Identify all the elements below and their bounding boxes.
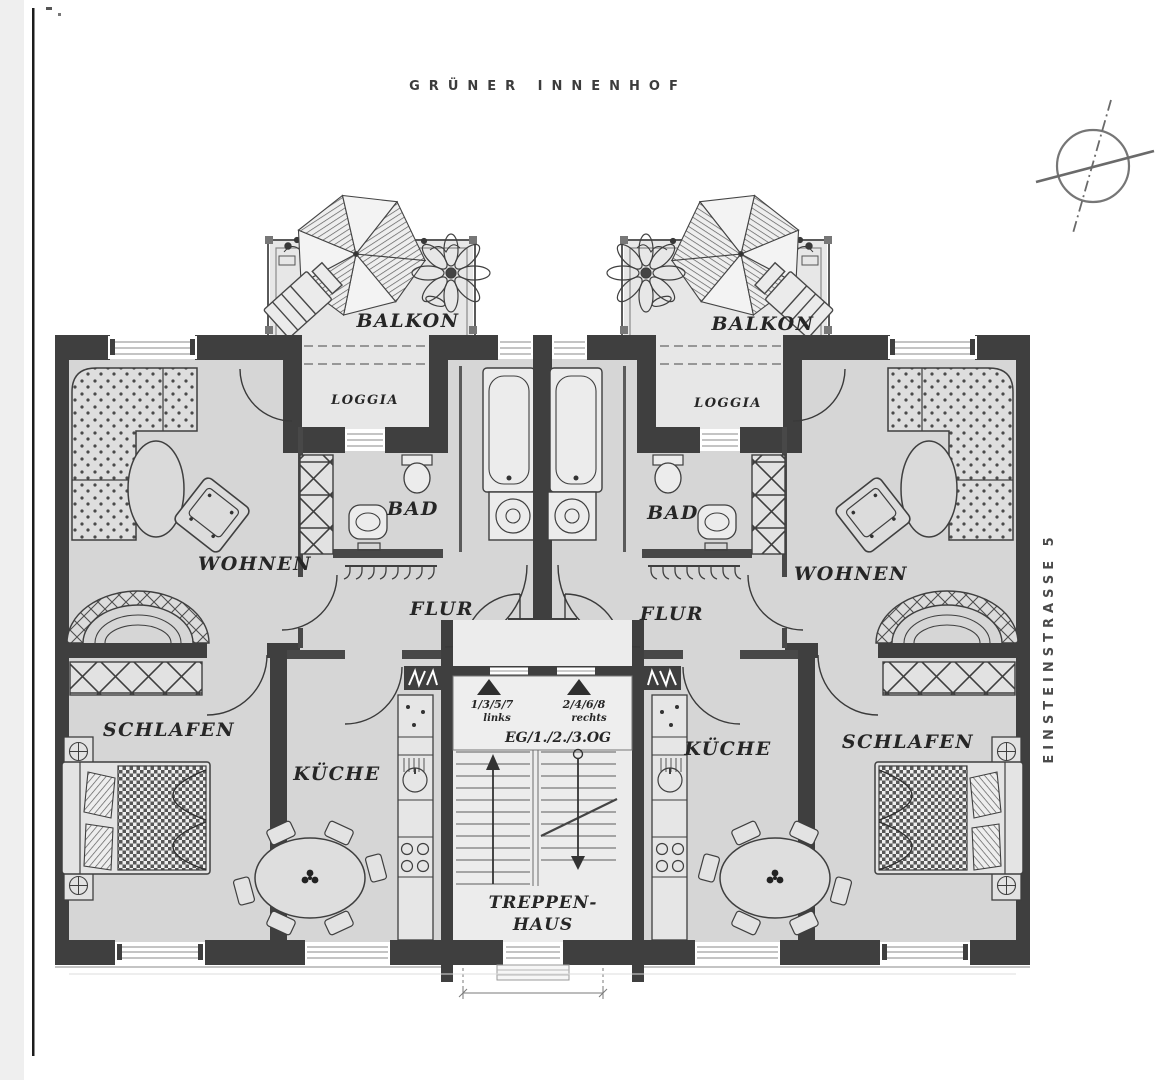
scan-edge-shade [0, 0, 24, 1080]
room-label-loggia-left: LOGGIA [330, 393, 399, 408]
stair-walkline-down [571, 748, 585, 870]
compass-icon [1035, 99, 1155, 234]
room-label-kueche-left: KÜCHE [292, 762, 380, 785]
room-label-schlafen-left: SCHLAFEN [103, 719, 235, 741]
stairwell-labels: 1/3/5/7 links 2/4/6/8 rechts EG/1./2./3.… [471, 698, 611, 935]
stair-dir-right: rechts [571, 713, 607, 724]
up-arrow-icon [477, 679, 501, 695]
outer-wall-south [441, 940, 503, 965]
stair-partition-wall [453, 666, 632, 676]
stair-units-left: 1/3/5/7 [471, 698, 514, 711]
outer-wall-south [563, 940, 634, 965]
stair-units-right: 2/4/6/8 [562, 698, 606, 711]
room-label-kueche-right: KÜCHE [683, 737, 771, 760]
room-label-wohnen-right: WOHNEN [794, 563, 908, 585]
room-label-bad-right: BAD [646, 502, 699, 524]
scan-fold-line [32, 8, 35, 1056]
scan-speck [46, 7, 52, 10]
room-label-flur-right: FLUR [639, 603, 704, 625]
room-labels: BALKON BALKON LOGGIA LOGGIA BAD BAD WOHN… [103, 310, 974, 785]
stair-break-line [540, 798, 618, 837]
dimension-line [458, 968, 608, 999]
stairwell-label-line2: HAUS [512, 915, 573, 935]
stair-dir-left: links [483, 713, 511, 724]
stairwell [441, 620, 644, 999]
stair-walkline-up [486, 754, 500, 884]
room-label-balkon-right: BALKON [710, 313, 814, 335]
street-label: EINSTEINSTRASSE 5 [1042, 532, 1057, 763]
entrance-steps [496, 964, 570, 981]
entrance-door-window [503, 942, 563, 963]
room-label-balkon-left: BALKON [355, 310, 459, 332]
room-label-schlafen-right: SCHLAFEN [842, 731, 974, 753]
courtyard-title: GRÜNER INNENHOF [409, 78, 687, 94]
stair-floors: EG/1./2./3.OG [504, 730, 611, 746]
stairwell-label-line1: TREPPEN- [489, 893, 598, 913]
up-arrow-icon [567, 679, 591, 695]
room-label-wohnen-left: WOHNEN [198, 553, 312, 575]
stair-annotation-box [452, 675, 633, 751]
room-label-bad-left: BAD [386, 498, 439, 520]
room-label-flur-left: FLUR [409, 598, 474, 620]
scan-speck [58, 13, 61, 16]
room-label-loggia-right: LOGGIA [693, 396, 762, 411]
